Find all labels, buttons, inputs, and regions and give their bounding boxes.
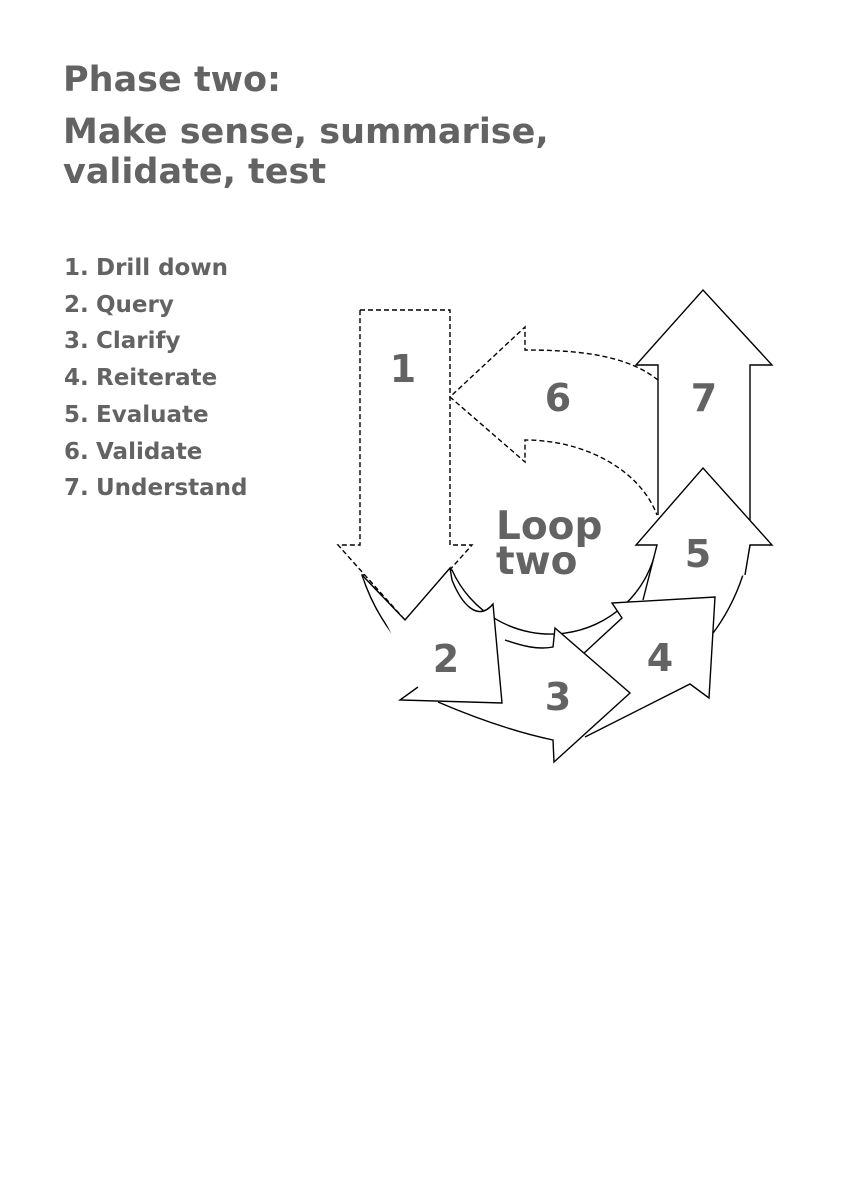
step-number: 5. (64, 401, 89, 428)
arrow-1-shape (336, 309, 474, 622)
step-number: 4. (64, 365, 89, 392)
step-label: Query (96, 291, 174, 318)
step-label: Reiterate (96, 365, 218, 392)
step-label: Understand (96, 475, 248, 502)
arrow-2-shape (361, 566, 503, 704)
step-number: 7. (64, 475, 89, 502)
arrow-5-label: 5 (685, 532, 711, 576)
arrow-6-shape (448, 325, 659, 516)
step-item-7: 7. Understand (64, 470, 248, 507)
arrow-7-label: 7 (691, 376, 717, 420)
loop-center-line-2: two (496, 539, 577, 584)
step-number: 1. (64, 255, 89, 281)
arrow-3-label: 3 (545, 675, 571, 719)
step-label: Evaluate (96, 401, 209, 428)
step-item-6: 6. Validate (64, 434, 248, 471)
title-line-2: Make sense, summarise, (63, 112, 549, 152)
step-label: Validate (96, 438, 203, 465)
step-number: 6. (64, 438, 89, 465)
arrow-7-shape (634, 288, 774, 520)
title-line-3: validate, test (63, 152, 327, 192)
arrow-4-label: 4 (647, 636, 673, 680)
step-item-1: 1. Drill down (64, 250, 248, 287)
step-item-4: 4. Reiterate (64, 360, 248, 397)
step-label: Drill down (96, 255, 228, 281)
arrow-2-label: 2 (433, 637, 459, 681)
loop-center-line-1: Loop (496, 504, 602, 549)
step-label: Clarify (96, 328, 181, 355)
arrow-1-label: 1 (390, 347, 416, 391)
title-line-1: Phase two: (63, 60, 282, 100)
step-number: 2. (64, 291, 89, 318)
step-item-5: 5. Evaluate (64, 397, 248, 434)
step-item-2: 2. Query (64, 287, 248, 324)
arrow-5-shape (634, 466, 774, 601)
page-title: Phase two: Make sense, summarise, valida… (63, 60, 823, 192)
step-list: 1. Drill down 2. Query 3. Clarify 4. Reitera… (64, 250, 248, 507)
step-number: 3. (64, 328, 89, 355)
arrow-6-label: 6 (545, 376, 571, 420)
step-item-3: 3. Clarify (64, 323, 248, 360)
